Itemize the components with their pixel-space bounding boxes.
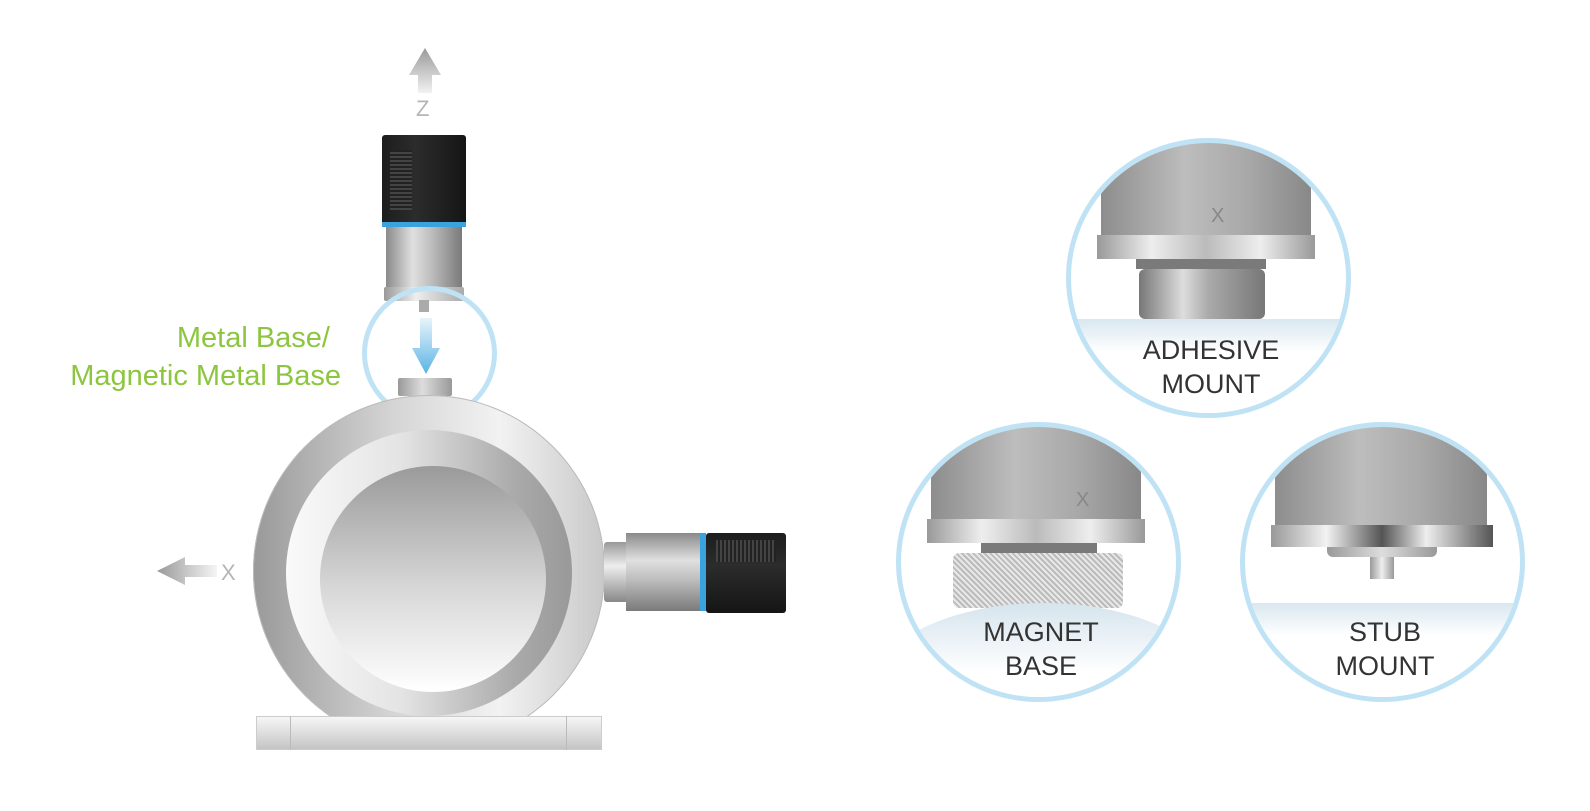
x-axis-arrow-icon [157,557,217,585]
surface [1071,319,1346,413]
z-axis-arrow-icon [409,48,441,93]
mount-neck [1136,259,1266,269]
side-sensor-base [604,542,628,602]
callout-label-line1: Metal Base/ [176,322,330,354]
curved-surface [901,603,1176,697]
side-sensor-blue-ring [700,533,706,611]
surface [1245,603,1520,697]
adhesive-mount-label-line1: ADHESIVE [1142,335,1280,365]
z-axis-label: Z [416,96,430,121]
knurled-magnet [953,553,1123,608]
shaker-stand [256,716,602,750]
stub-mount-label-line1: STUB [1348,617,1421,647]
adhesive-mount-label-line2: MOUNT [1161,369,1261,399]
sensor-body [1101,143,1311,238]
sensor-body [931,427,1141,522]
mount-neck [981,543,1097,553]
magnet-base-callout: X MAGNET BASE [896,422,1181,702]
side-sensor-body [626,533,702,611]
sensor-flange [1271,525,1493,547]
stub-mount-callout: STUB MOUNT [1240,422,1525,702]
stub-base [1327,547,1437,557]
shaker-face [320,466,546,692]
axis-mark: X [1211,205,1225,227]
stub-mount-label-line2: MOUNT [1335,651,1435,681]
axis-mark: X [1076,489,1090,511]
side-sensor-label-plate [716,540,776,562]
top-sensor-blue-ring [382,222,466,227]
x-axis-label: X [221,560,236,585]
sensor-flange [1097,235,1315,259]
down-arrow-icon [412,318,440,374]
metal-base-puck [398,378,452,396]
callout-label-line2: Magnetic Metal Base [70,360,341,392]
sensor-body [1275,427,1487,527]
magnet-base-label-line1: MAGNET [983,617,1099,647]
magnet-base-label-line2: BASE [1004,651,1078,681]
stand-divider-right [566,716,567,750]
stand-divider-left [290,716,291,750]
stub-stud [1370,557,1394,579]
adhesive-mount [1139,269,1265,319]
sensor-label-plate [390,150,412,210]
adhesive-mount-callout: X ADHESIVE MOUNT [1066,138,1351,418]
top-sensor-body [386,227,462,289]
sensor-flange [927,519,1145,543]
